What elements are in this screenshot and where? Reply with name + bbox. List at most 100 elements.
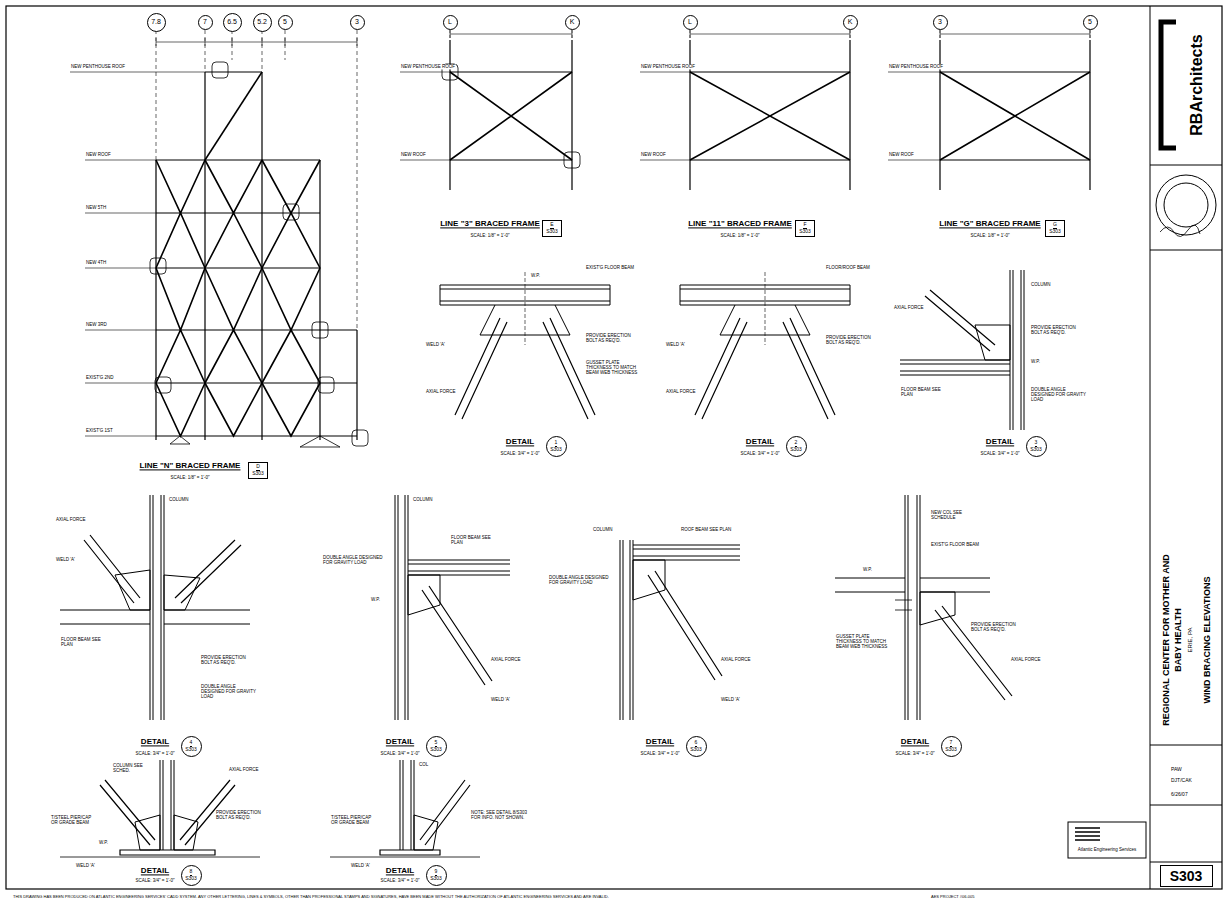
frame-tag: FS303 xyxy=(795,220,815,237)
tag-text: 7 xyxy=(203,18,207,25)
sheet-reference: S303 xyxy=(546,229,558,234)
annotation: FLOOR BEAM SEE PLAN xyxy=(450,535,497,545)
scale-note: SCALE: 1/8" = 1'-0" xyxy=(169,475,210,480)
scale-note: SCALE: 3/4" = 1'-0" xyxy=(894,751,935,756)
level-label: NEW ROOF xyxy=(640,152,667,157)
level-label: NEW PENTHOUSE ROOF xyxy=(400,64,456,69)
level-label: NEW ROOF xyxy=(85,152,112,157)
annotation: WELD 'A' xyxy=(665,342,686,347)
grid-bubble: K xyxy=(565,15,580,30)
sheet-reference: S303 xyxy=(690,747,702,752)
annotation: AXIAL FORCE xyxy=(228,767,260,772)
scale-note: SCALE: 3/4" = 1'-0" xyxy=(134,751,175,756)
tag-text: 5.2 xyxy=(257,18,267,25)
annotation: AXIAL FORCE xyxy=(425,389,457,394)
annotation: AXIAL FORCE xyxy=(1010,657,1042,662)
annotation: AXIAL FORCE xyxy=(720,657,752,662)
annotation: NEW COL SEE SCHEDULE xyxy=(930,510,982,520)
detail-title: DETAIL xyxy=(385,737,415,746)
annotation: W.P. xyxy=(98,840,109,845)
level-label: NEW ROOF xyxy=(888,152,915,157)
sheet-reference: S303 xyxy=(945,747,957,752)
detail-title: DETAIL xyxy=(385,866,415,875)
sheet-reference: S303 xyxy=(430,876,442,881)
annotation: COLUMN xyxy=(1030,282,1052,287)
title-block-entry: 6/26/07 xyxy=(1170,792,1189,798)
grid-bubble: 5.2 xyxy=(253,13,272,32)
tag-text: K xyxy=(570,18,575,25)
grid-bubble: 5 xyxy=(1083,15,1098,30)
detail-tag: 8S303 xyxy=(181,865,202,886)
detail-title: DETAIL xyxy=(505,437,535,446)
frame-title: LINE "G" BRACED FRAME xyxy=(938,219,1041,228)
tag-text: S303 xyxy=(1170,869,1203,884)
sheet-reference: S303 xyxy=(185,876,197,881)
sheet-reference: S303 xyxy=(252,471,264,476)
engineer-name: Atlantic Engineering Services xyxy=(1077,847,1138,852)
annotation: GUSSET PLATE THICKNESS TO MATCH BEAM WEB… xyxy=(835,634,897,650)
annotation: COLUMN xyxy=(592,527,614,532)
scale-note: SCALE: 3/4" = 1'-0" xyxy=(379,878,420,883)
annotation: ROOF BEAM SEE PLAN xyxy=(680,527,742,532)
sheet-number: S303 xyxy=(1160,865,1213,887)
scale-note: SCALE: 1/8" = 1'-0" xyxy=(469,233,510,238)
grid-bubble: L xyxy=(683,15,698,30)
annotation: PROVIDE ERECTION BOLT AS REQ'D. xyxy=(825,335,882,345)
tag-text: 6.5 xyxy=(227,18,237,25)
detail-tag: 9S303 xyxy=(426,865,447,886)
annotation: PROVIDE ERECTION BOLT AS REQ'D. xyxy=(1030,325,1087,335)
sheet-reference: S303 xyxy=(1049,229,1061,234)
annotation: COL xyxy=(418,762,429,767)
annotation: PROVIDE ERECTION BOLT AS REQ'D. xyxy=(200,655,257,665)
annotation: PROVIDE ERECTION BOLT AS REQ'D. xyxy=(585,333,642,343)
annotation: FLOOR BEAM SEE PLAN xyxy=(900,387,947,397)
annotation: W.P. xyxy=(370,597,381,602)
frame-title: LINE "3" BRACED FRAME xyxy=(439,219,541,228)
annotation: W.P. xyxy=(1030,359,1041,364)
scale-note: SCALE: 3/4" = 1'-0" xyxy=(639,751,680,756)
annotation: AXIAL FORCE xyxy=(665,389,697,394)
annotation: WELD 'A' xyxy=(75,863,96,868)
grid-bubble: 5 xyxy=(278,15,293,30)
sheet-reference: S303 xyxy=(799,229,811,234)
annotation: DOUBLE ANGLE DESIGNED FOR GRAVITY LOAD xyxy=(200,684,257,700)
level-label: NEW PENTHOUSE ROOF xyxy=(640,64,696,69)
annotation: WELD 'A' xyxy=(55,557,76,562)
annotation: DOUBLE ANGLE DESIGNED FOR GRAVITY LOAD xyxy=(322,555,392,565)
annotation: WELD 'A' xyxy=(350,863,371,868)
detail-title: DETAIL xyxy=(745,437,775,446)
detail-tag: 3S303 xyxy=(1026,436,1047,457)
annotation: NOTE: SEE DETAIL 8/S303 FOR INFO. NOT SH… xyxy=(470,810,532,820)
annotation: EXIST'G FLOOR BEAM xyxy=(930,542,980,547)
scale-note: SCALE: 3/4" = 1'-0" xyxy=(979,451,1020,456)
annotation: GUSSET PLATE THICKNESS TO MATCH BEAM WEB… xyxy=(585,360,647,376)
tag-text: L xyxy=(688,18,692,25)
level-label: NEW PENTHOUSE ROOF xyxy=(888,64,944,69)
scale-note: SCALE: 1/8" = 1'-0" xyxy=(969,233,1010,238)
annotation: W.P. xyxy=(862,567,873,572)
annotation: AXIAL FORCE xyxy=(893,305,925,310)
level-label: NEW 4TH xyxy=(85,260,107,265)
sheet-reference: S303 xyxy=(1030,447,1042,452)
level-label: NEW 5TH xyxy=(85,205,107,210)
frame-title: LINE "N" BRACED FRAME xyxy=(139,461,242,470)
detail-title: DETAIL xyxy=(900,737,930,746)
sheet-title: WIND BRACING ELEVATIONS xyxy=(1202,575,1212,704)
grid-bubble: 6.5 xyxy=(223,13,242,32)
grid-bubble: K xyxy=(843,15,858,30)
annotation: PROVIDE ERECTION BOLT AS REQ'D. xyxy=(215,810,272,820)
detail-tag: 1S303 xyxy=(546,436,567,457)
scale-note: SCALE: 3/4" = 1'-0" xyxy=(499,451,540,456)
annotation: AXIAL FORCE xyxy=(55,517,87,522)
disclaimer-note: THIS DRAWING HAS BEEN PRODUCED ON ATLANT… xyxy=(12,895,610,900)
scale-note: SCALE: 3/4" = 1'-0" xyxy=(379,751,420,756)
annotation: PROVIDE ERECTION BOLT AS REQ'D. xyxy=(970,622,1027,632)
project-number: AES PROJECT #06-005 xyxy=(930,895,976,900)
annotation: FLOOR BEAM SEE PLAN xyxy=(60,637,107,647)
grid-bubble: 3 xyxy=(933,15,948,30)
annotation: COLUMN xyxy=(168,497,190,502)
sheet-reference: S303 xyxy=(185,747,197,752)
sheet-reference: S303 xyxy=(550,447,562,452)
tag-text: 3 xyxy=(938,18,942,25)
annotation: DOUBLE ANGLE DESIGNED FOR GRAVITY LOAD xyxy=(1030,387,1087,403)
